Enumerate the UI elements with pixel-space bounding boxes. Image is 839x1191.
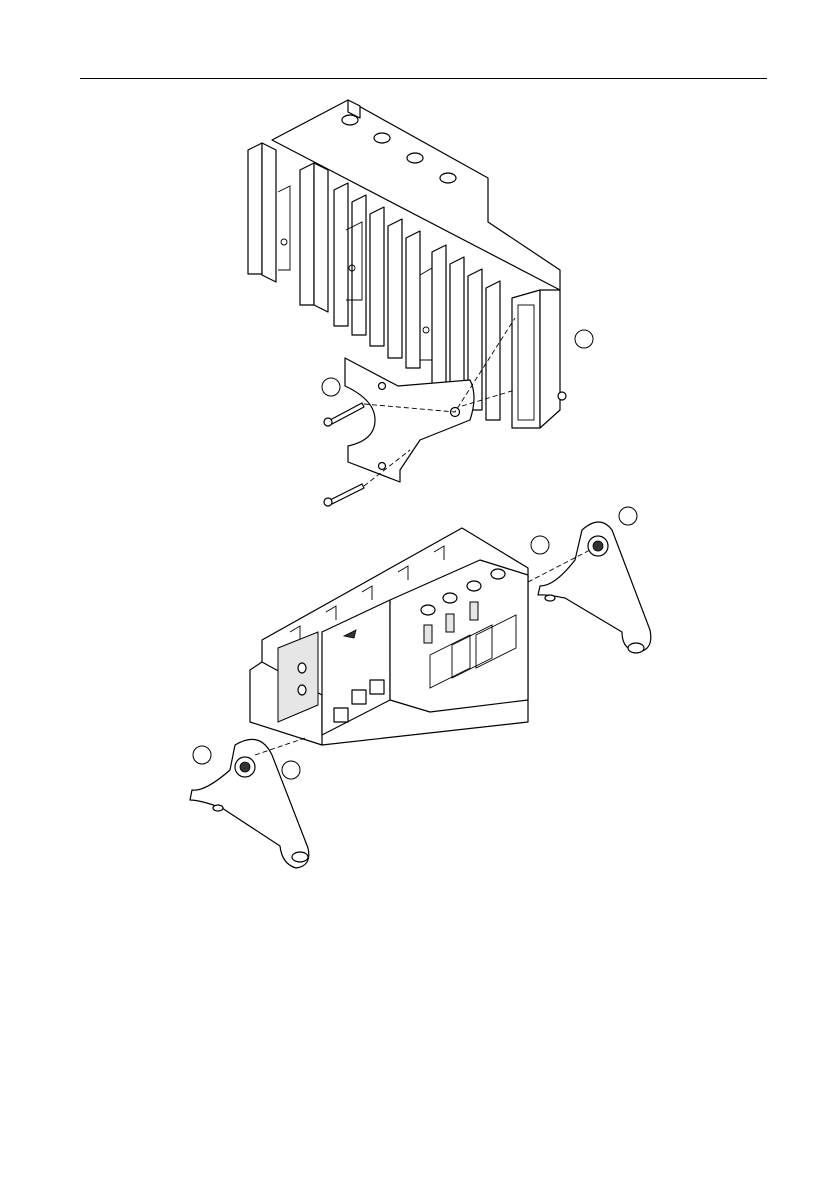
upper-assembly	[248, 100, 593, 506]
callout-circle	[531, 536, 549, 554]
chassis-heatsink	[248, 100, 566, 428]
callout-circle	[575, 330, 593, 348]
callout-circle	[619, 507, 637, 525]
right-mount-foot	[538, 522, 651, 653]
screw-upper	[324, 403, 364, 426]
controller-chassis	[250, 528, 528, 745]
screw-lower	[324, 484, 364, 506]
callout-circle	[193, 746, 211, 764]
lower-assembly	[190, 507, 651, 868]
callout-circle	[322, 378, 340, 396]
callout-circle	[282, 761, 300, 779]
